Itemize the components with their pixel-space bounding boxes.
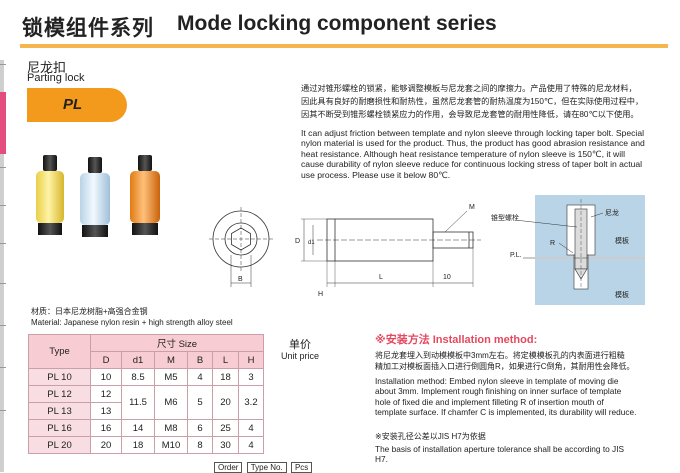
- label-d: D: [295, 238, 300, 245]
- technical-drawing: B D d1 H L 10 M 锥型螺栓 尼龙 模板: [209, 195, 645, 305]
- label-plate-upper: 模板: [615, 236, 629, 245]
- page-title-cn: 锁模组件系列: [22, 17, 154, 40]
- type-header: Type: [28, 334, 91, 369]
- table-row: PL 13 13: [28, 402, 264, 420]
- left-tick: [0, 243, 6, 244]
- product-code-tag: PL: [27, 88, 127, 122]
- left-tick: [0, 205, 6, 206]
- label-plate-lower: 模板: [615, 290, 629, 299]
- table-row: PL 10 10 8.5 M5 4 18 3: [28, 368, 264, 386]
- label-nylon: 尼龙: [605, 208, 619, 217]
- left-tick: [0, 167, 6, 168]
- col-h: H: [238, 351, 264, 369]
- col-m: M: [154, 351, 188, 369]
- material-note: 材质：日本尼龙树脂+高强合金钢 Material: Japanese nylon…: [31, 306, 291, 328]
- installation-cn: 将尼龙套埋入到动模模板中3mm左右。将定模模板孔的内表面进行粗糙 精加工对模板面…: [375, 351, 635, 371]
- col-l: L: [212, 351, 239, 369]
- table-row: PL 12 12 11.5 M6 5 20 3.2: [28, 385, 264, 420]
- description-en: It can adjust friction between template …: [301, 128, 645, 180]
- material-cn: 材质：日本尼龙树脂+高强合金钢: [31, 307, 148, 316]
- unit-price-cn: 单价: [289, 339, 311, 351]
- material-en: Material: Japanese nylon resin + high st…: [31, 318, 233, 327]
- table-row: PL 16 16 14 M8 6 25 4: [28, 419, 264, 437]
- table-row: PL 20 20 18 M10 8 30 4: [28, 436, 264, 454]
- order-label: Order: [214, 462, 243, 473]
- col-d1: d1: [121, 351, 155, 369]
- label-ten: 10: [443, 274, 451, 281]
- label-b: B: [238, 276, 243, 283]
- label-pl: P.L.: [510, 252, 522, 259]
- unit-price-header: 单价 Unit price: [274, 340, 326, 362]
- left-edge-bar: [0, 60, 4, 472]
- left-tick: [0, 283, 6, 284]
- title-underline: [20, 44, 668, 48]
- page-title-en: Mode locking component series: [177, 12, 497, 35]
- end-view: [209, 207, 273, 287]
- white-lock: [80, 157, 110, 237]
- order-example: Order Type No. Pcs: [214, 462, 314, 473]
- tolerance-en: The basis of installation aperture toler…: [375, 444, 625, 465]
- unit-price-en: Unit price: [280, 351, 319, 361]
- left-tick: [0, 410, 6, 411]
- label-taper-bolt: 锥型螺栓: [491, 213, 519, 222]
- yellow-lock: [36, 155, 64, 235]
- col-b: B: [187, 351, 213, 369]
- label-m: M: [469, 204, 475, 211]
- spec-table: Type 尺寸 Size D d1 M B L H PL 10 10 8.5 M…: [28, 334, 264, 454]
- product-name-en: Parting lock: [27, 72, 85, 84]
- pcs-label: Pcs: [290, 462, 313, 473]
- product-name-cn: 尼龙扣: [27, 60, 67, 75]
- description-cn: 通过对锥形螺栓的锁紧，能够调整模板与尼龙套之间的摩擦力。产品使用了特殊的尼龙材料…: [301, 84, 644, 119]
- label-l: L: [379, 274, 383, 281]
- installation-en: Installation method: Embed nylon sleeve …: [375, 376, 637, 418]
- type-no-label: Type No.: [246, 462, 287, 473]
- left-section-marker: [0, 92, 6, 154]
- left-tick: [0, 325, 6, 326]
- product-photo: [36, 155, 160, 237]
- tolerance-cn: ※安装孔径公差以JIS H7为依据: [375, 432, 486, 441]
- left-tick: [0, 64, 6, 65]
- product-code: PL: [63, 96, 83, 113]
- size-header: 尺寸 Size: [90, 334, 264, 352]
- label-h: H: [318, 291, 323, 298]
- label-r: R: [550, 240, 555, 247]
- installation-view: [514, 195, 645, 305]
- label-d1: d1: [308, 240, 315, 246]
- col-d: D: [90, 351, 122, 369]
- left-tick: [0, 367, 6, 368]
- installation-title: ※安装方法 Installation method:: [375, 334, 538, 346]
- orange-lock: [130, 155, 160, 235]
- side-view: [301, 210, 481, 287]
